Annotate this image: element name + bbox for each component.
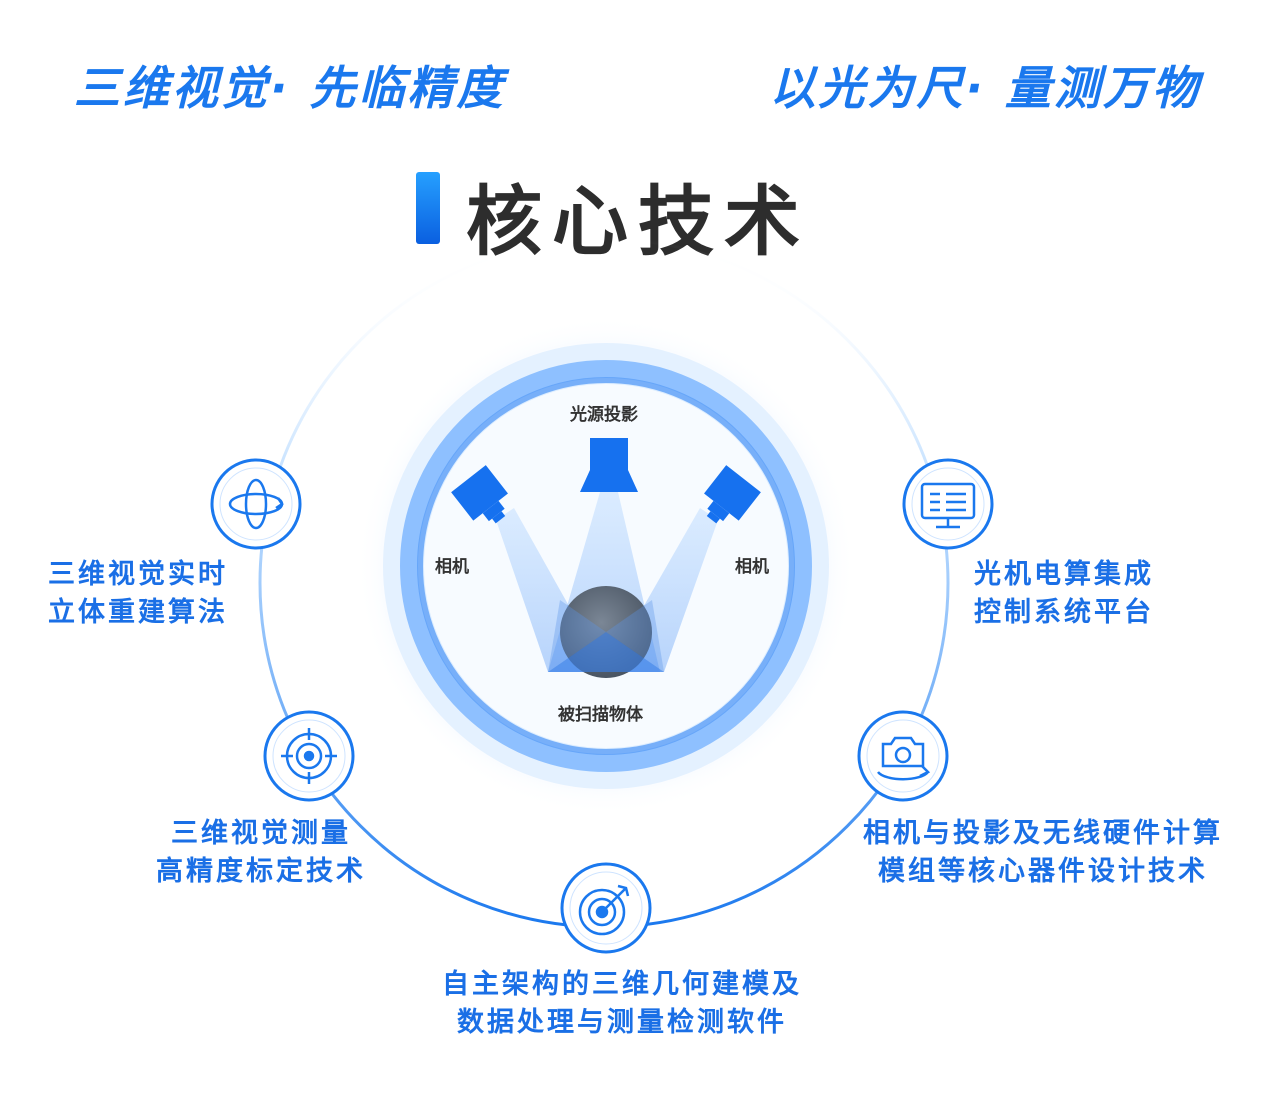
camera-right-label: 相机 (735, 557, 769, 577)
node-bottom-line1: 自主架构的三维几何建模及 (442, 969, 802, 1000)
node-left-top-circle (210, 458, 302, 550)
section-title: 核心技术 (466, 177, 810, 266)
node-left-mid-text: 三维视觉测量 高精度标定技术 (150, 815, 372, 891)
node-right-top-circle (902, 458, 994, 550)
scanned-object-label: 被扫描物体 (558, 705, 643, 725)
node-right-mid-line1: 相机与投影及无线硬件计算 (863, 818, 1223, 849)
node-left-top-line1: 三维视觉实时 (48, 559, 228, 590)
light-projection-label: 光源投影 (570, 405, 638, 425)
dart-target-icon (578, 884, 630, 936)
projector-icon (580, 438, 638, 492)
monitor-panel-icon (920, 482, 976, 529)
node-right-mid-line2: 模组等核心器件设计技术 (878, 856, 1208, 887)
target-crosshair-icon (281, 728, 337, 784)
slogan-right: 以光为尺· 量测万物 (769, 61, 1201, 115)
camera-right-icon (704, 465, 761, 524)
node-right-mid-circle (857, 710, 949, 802)
node-bottom-line2: 数据处理与测量检测软件 (457, 1007, 787, 1038)
node-left-top-line2: 立体重建算法 (48, 597, 228, 628)
camera-left-label: 相机 (435, 557, 469, 577)
node-bottom-text: 自主架构的三维几何建模及 数据处理与测量检测软件 (432, 966, 812, 1042)
node-left-top-text: 三维视觉实时 立体重建算法 (48, 556, 228, 632)
outer-halo-ring (383, 343, 829, 789)
node-left-mid-line2: 高精度标定技术 (156, 856, 366, 887)
node-right-top-line2: 控制系统平台 (974, 597, 1154, 628)
node-left-mid-line1: 三维视觉测量 (171, 818, 351, 849)
camera-left-icon (451, 465, 508, 524)
rotate-3d-icon (228, 478, 284, 530)
node-right-mid-text: 相机与投影及无线硬件计算 模组等核心器件设计技术 (852, 815, 1234, 891)
camera-rotate-icon (876, 736, 931, 781)
node-right-top-text: 光机电算集成 控制系统平台 (974, 556, 1154, 632)
title-accent-bar (416, 172, 440, 244)
blue-halo-ring (400, 360, 812, 772)
slogan-left: 三维视觉· 先临精度 (74, 61, 506, 115)
node-right-top-line1: 光机电算集成 (974, 559, 1154, 590)
